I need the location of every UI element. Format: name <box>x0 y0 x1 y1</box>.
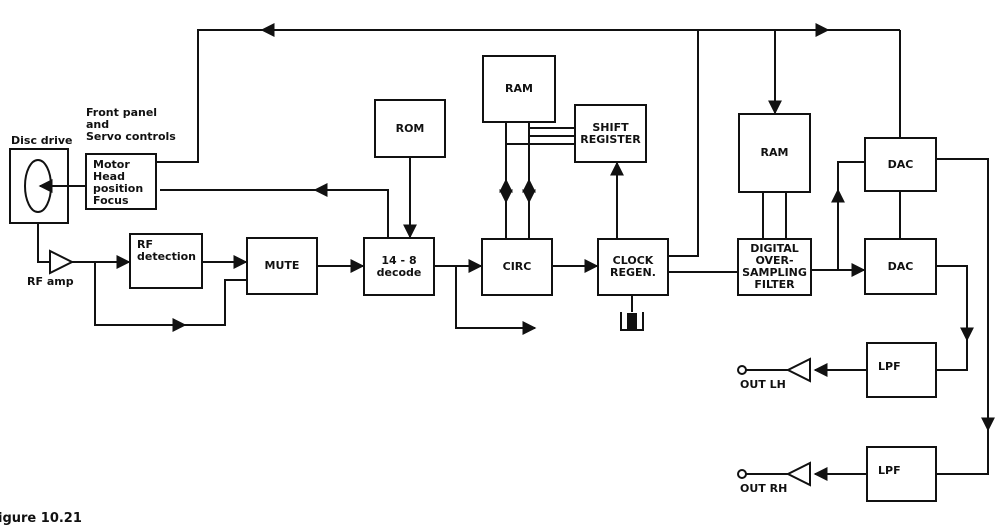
wire-dac-bottom-to-lpf <box>937 265 974 342</box>
lpf-rh-block: LPF <box>866 446 937 502</box>
rf-detection-block: RF detection <box>129 233 203 289</box>
decode-block: 14 - 8 decode <box>363 237 435 296</box>
wire-dac-lpf-lh <box>937 340 968 371</box>
mute-block: MUTE <box>246 237 318 295</box>
wire-top-bus <box>156 29 699 257</box>
lpf-lh-block: LPF <box>866 342 937 398</box>
digital-filter-block: DIGITAL OVER- SAMPLING FILTER <box>737 238 812 296</box>
ram-top-block: RAM <box>482 55 556 123</box>
wire-dac-lpf-rh <box>937 430 989 475</box>
shift-register-block: SHIFT REGISTER <box>574 104 647 163</box>
rf-amp-label: RF amp <box>27 275 74 288</box>
wire-decode-branch <box>455 266 537 335</box>
disc-drive-label: Disc drive <box>11 134 73 147</box>
rf-amp-icon <box>49 249 75 275</box>
wire-filter-to-dac-top <box>837 161 864 270</box>
lpf-rh-label: LPF <box>878 464 901 477</box>
motor-servo-block: Motor Head position Focus <box>85 153 157 210</box>
clock-regen-block: CLOCK REGEN. <box>597 238 669 296</box>
wire-decode-to-servo <box>160 189 389 237</box>
out-rh-label: OUT RH <box>740 482 788 495</box>
out-lh-terminal <box>737 365 747 375</box>
ram-right-block: RAM <box>738 113 811 193</box>
rom-block: ROM <box>374 99 446 158</box>
out-rh-terminal <box>737 469 747 479</box>
lpf-lh-label: LPF <box>878 360 901 373</box>
figure-caption: igure 10.21 <box>0 511 82 526</box>
front-panel-label: Front panel and Servo controls <box>86 106 176 143</box>
wire-dac-top-to-lpf <box>937 158 995 432</box>
dac-top-block: DAC <box>864 137 937 192</box>
crystal-icon <box>627 313 637 329</box>
wire-bypass <box>94 262 246 326</box>
out-lh-amp-icon <box>785 357 811 383</box>
dac-bottom-block: DAC <box>864 238 937 295</box>
crystal-frame <box>620 312 644 331</box>
out-rh-amp-icon <box>785 461 811 487</box>
circ-block: CIRC <box>481 238 553 296</box>
wire-disc-to-rfamp <box>37 223 50 263</box>
out-lh-label: OUT LH <box>740 378 786 391</box>
